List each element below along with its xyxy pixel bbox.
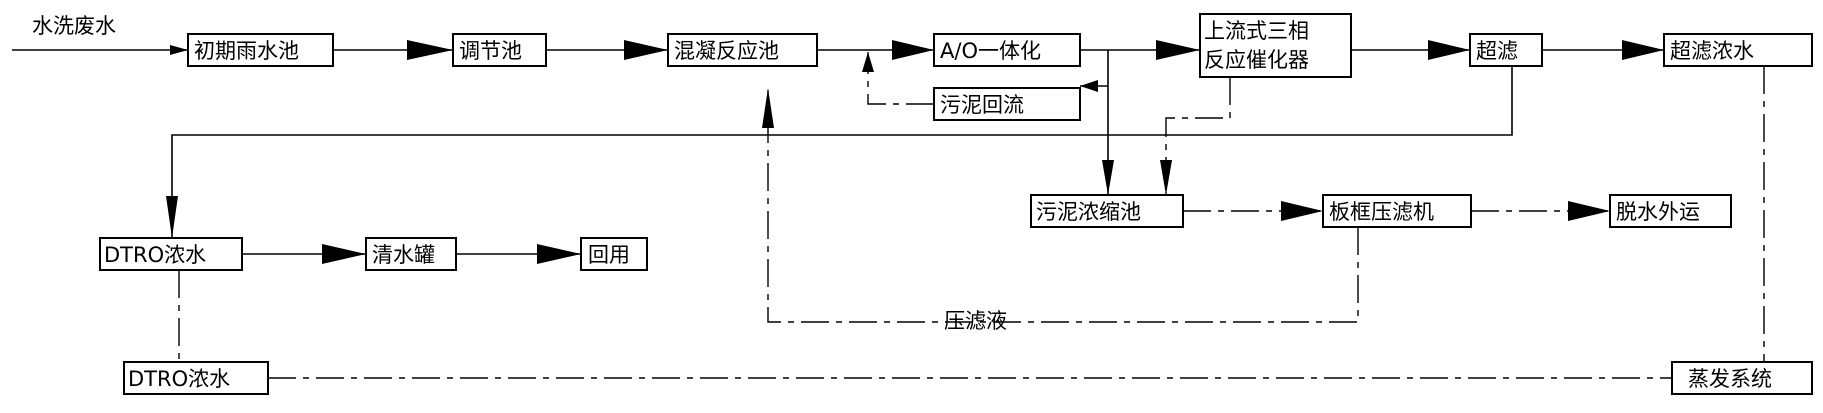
- node-dewatered-out: 脱水外运: [1609, 194, 1732, 228]
- svg-text:反应催化器: 反应催化器: [1204, 48, 1309, 72]
- node-dtro-concentrate-2: DTRO浓水: [123, 361, 269, 395]
- input-label: 水洗废水: [32, 14, 116, 38]
- filtrate-label: 压滤液: [944, 309, 1007, 333]
- svg-text:超滤: 超滤: [1476, 39, 1518, 63]
- svg-text:混凝反应池: 混凝反应池: [674, 39, 779, 63]
- node-upflow-reactor: 上流式三相 反应催化器: [1199, 13, 1352, 78]
- node-uf-concentrate: 超滤浓水: [1663, 33, 1813, 67]
- node-coagulation-tank: 混凝反应池: [667, 33, 818, 67]
- node-filter-press: 板框压滤机: [1322, 194, 1472, 228]
- svg-text:板框压滤机: 板框压滤机: [1329, 200, 1434, 224]
- node-evaporation: 蒸发系统: [1671, 361, 1813, 395]
- node-sludge-thickener: 污泥浓缩池: [1030, 194, 1184, 228]
- svg-text:上流式三相: 上流式三相: [1204, 19, 1309, 43]
- node-reuse: 回用: [580, 237, 648, 271]
- node-dtro-concentrate-1: DTRO浓水: [99, 237, 243, 271]
- svg-text:A/O一体化: A/O一体化: [940, 39, 1041, 63]
- svg-text:脱水外运: 脱水外运: [1616, 200, 1700, 224]
- node-ultrafiltration: 超滤: [1469, 33, 1543, 67]
- svg-text:回用: 回用: [588, 243, 630, 267]
- node-clear-water-tank: 清水罐: [365, 237, 457, 271]
- svg-text:超滤浓水: 超滤浓水: [1670, 39, 1754, 63]
- solid-flow-lines: [12, 40, 1664, 264]
- svg-text:污泥回流: 污泥回流: [940, 93, 1024, 117]
- svg-text:蒸发系统: 蒸发系统: [1688, 367, 1772, 391]
- svg-text:DTRO浓水: DTRO浓水: [128, 367, 230, 391]
- svg-text:调节池: 调节池: [459, 39, 522, 63]
- svg-text:清水罐: 清水罐: [372, 243, 435, 267]
- svg-text:初期雨水池: 初期雨水池: [194, 39, 299, 63]
- node-equalization-tank: 调节池: [452, 33, 547, 67]
- svg-text:污泥浓缩池: 污泥浓缩池: [1036, 200, 1141, 224]
- node-ao-integration: A/O一体化: [933, 33, 1081, 67]
- dashed-flow-lines: [178, 52, 1765, 379]
- node-initial-rain-pool: 初期雨水池: [187, 33, 334, 67]
- node-sludge-return: 污泥回流: [933, 87, 1081, 121]
- svg-text:DTRO浓水: DTRO浓水: [104, 243, 206, 267]
